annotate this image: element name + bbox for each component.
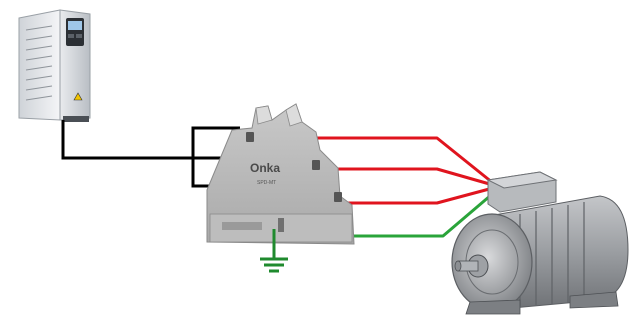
terminal-block: surge-protection-terminal-block-icon Onk… — [206, 103, 355, 245]
motor: electric-motor-icon — [451, 171, 629, 315]
phase-wire-l2 — [318, 167, 494, 187]
terminal-block-brand: Onka — [250, 161, 280, 175]
ground: ground-symbol-icon — [260, 229, 288, 273]
surge-protection-terminal-block-icon: Onka SPD-MT — [206, 103, 355, 245]
ground-symbol-icon — [260, 229, 288, 273]
drive-output-wire — [61, 120, 240, 160]
earth-wire — [352, 188, 498, 238]
phase-wire-l1 — [300, 136, 494, 185]
terminal-block-model: SPD-MT — [257, 180, 276, 186]
phase-wire-l3 — [345, 186, 494, 205]
electric-motor-icon — [451, 171, 629, 315]
variable-frequency-drive-icon — [18, 9, 91, 122]
phase-wires — [300, 136, 494, 205]
drive: variable-frequency-drive-icon — [18, 9, 91, 122]
